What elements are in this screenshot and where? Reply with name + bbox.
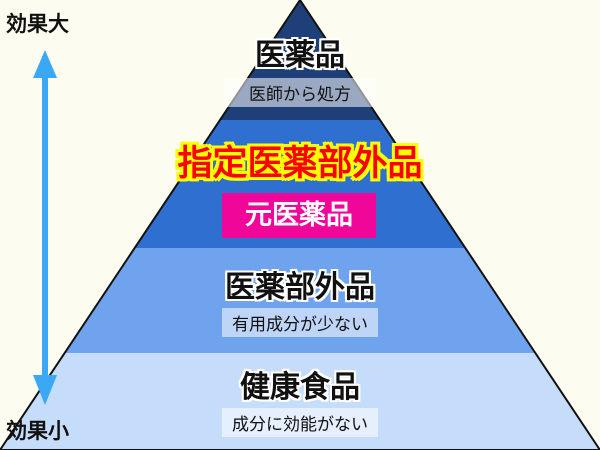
arrow-up-icon bbox=[33, 50, 57, 78]
tier-description: 医師から処方 bbox=[224, 78, 376, 107]
tier-badge: 元医薬品 bbox=[222, 193, 376, 238]
tier-title-highlight: 指定医薬部外品 bbox=[177, 144, 423, 184]
arrow-down-icon bbox=[33, 375, 57, 405]
effect-high-label: 効果大 bbox=[6, 12, 69, 36]
tier-title: 医薬品 bbox=[255, 38, 345, 73]
tier-title: 医薬部外品 bbox=[225, 270, 375, 305]
tier-description: 成分に効能がない bbox=[222, 408, 378, 437]
tier-title: 健康食品 bbox=[240, 370, 360, 405]
effect-low-label: 効果小 bbox=[6, 419, 69, 443]
tier-description: 有用成分が少ない bbox=[222, 308, 378, 337]
